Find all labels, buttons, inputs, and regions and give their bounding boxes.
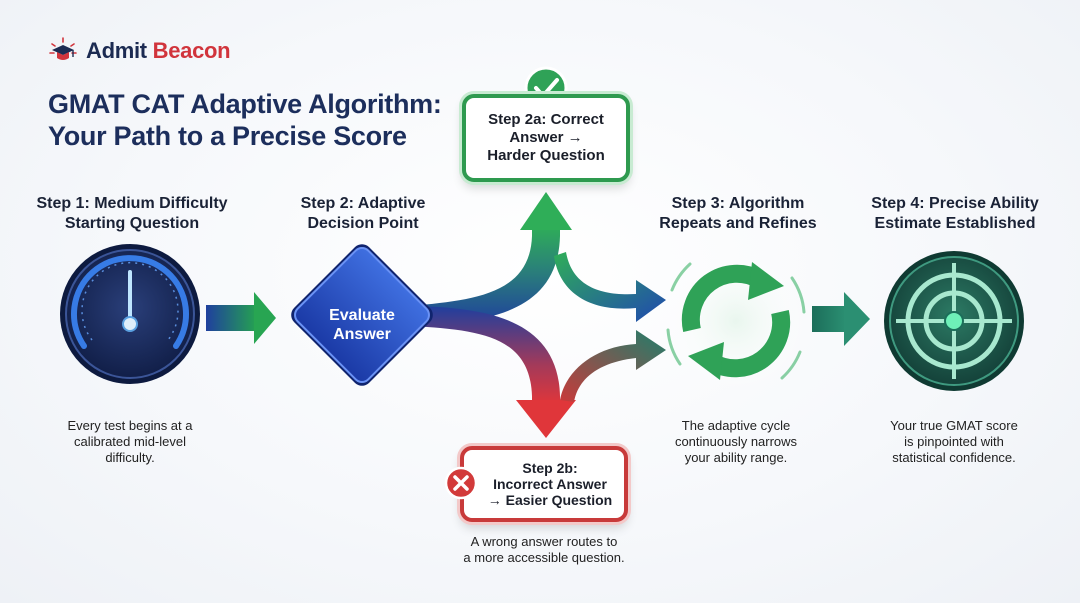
step2b-line2: Incorrect Answer bbox=[493, 476, 607, 492]
brand-name-part1: Admit bbox=[86, 38, 147, 63]
step2a-line3: Harder Question bbox=[487, 147, 605, 164]
step1-label-line2: Starting Question bbox=[64, 215, 200, 232]
step3-desc-line2: continuously narrows bbox=[674, 434, 798, 449]
step1-desc-line3: difficulty. bbox=[105, 450, 155, 465]
arrow-up-to-step2a bbox=[412, 192, 572, 326]
step1-description: Every test begins at a calibrated mid-le… bbox=[40, 418, 220, 466]
step2-label-line2: Decision Point bbox=[307, 215, 419, 232]
step2a-line1: Step 2a: Correct bbox=[488, 111, 604, 128]
step4-desc-line2: is pinpointed with bbox=[904, 434, 1004, 449]
arrow-step2b-to-step3 bbox=[560, 330, 666, 402]
step2b-line3: → Easier Question bbox=[487, 492, 613, 508]
arrow-down-to-step2b bbox=[412, 306, 576, 438]
step4-label-line2: Estimate Established bbox=[874, 215, 1036, 232]
step2-label: Step 2: Adaptive Decision Point bbox=[282, 194, 444, 234]
step2b-box: Step 2b: Incorrect Answer → Easier Quest… bbox=[460, 446, 628, 522]
brand: Admit Beacon bbox=[48, 36, 231, 66]
step3-desc-line3: your ability range. bbox=[684, 450, 788, 465]
step2a-line2: Answer → bbox=[509, 129, 583, 146]
diamond-decision-icon bbox=[291, 244, 433, 386]
step2b-desc-line2: a more accessible question. bbox=[463, 550, 625, 565]
title-line2: Your Path to a Precise Score bbox=[48, 121, 407, 151]
step4-label-line1: Step 4: Precise Ability bbox=[871, 195, 1039, 212]
title-line1: GMAT CAT Adaptive Algorithm: bbox=[48, 89, 442, 119]
brand-name: Admit Beacon bbox=[86, 38, 231, 64]
arrow-step3-to-step4 bbox=[812, 292, 870, 346]
step1-label-line1: Step 1: Medium Difficulty bbox=[36, 195, 228, 212]
diamond-label-line1: Evaluate bbox=[329, 307, 395, 324]
brand-name-part2: Beacon bbox=[152, 38, 231, 63]
step2-label-line1: Step 2: Adaptive bbox=[300, 195, 426, 212]
step2b-line1: Step 2b: bbox=[522, 460, 578, 476]
graduation-cap-icon bbox=[49, 37, 77, 60]
step4-label: Step 4: Precise Ability Estimate Establi… bbox=[852, 194, 1058, 234]
refresh-cycle-icon bbox=[664, 249, 808, 393]
step3-label-line1: Step 3: Algorithm bbox=[671, 195, 805, 212]
step4-description: Your true GMAT score is pinpointed with … bbox=[864, 418, 1044, 466]
target-icon bbox=[884, 251, 1024, 391]
step2a-box: Step 2a: Correct Answer → Harder Questio… bbox=[462, 94, 630, 182]
step2b-description: A wrong answer routes to a more accessib… bbox=[434, 534, 654, 566]
arrow-step2a-to-step3 bbox=[554, 252, 666, 322]
step4-desc-line3: statistical confidence. bbox=[892, 450, 1016, 465]
step1-desc-line1: Every test begins at a bbox=[67, 418, 193, 433]
step2b-desc-line1: A wrong answer routes to bbox=[470, 534, 618, 549]
x-icon bbox=[444, 466, 478, 500]
step1-desc-line2: calibrated mid-level bbox=[74, 434, 186, 449]
diamond-label-line2: Answer bbox=[333, 326, 391, 343]
gauge-icon bbox=[60, 244, 200, 384]
step1-label: Step 1: Medium Difficulty Starting Quest… bbox=[24, 194, 240, 234]
step4-desc-line1: Your true GMAT score bbox=[890, 418, 1018, 433]
page-title: GMAT CAT Adaptive Algorithm: Your Path t… bbox=[48, 88, 442, 152]
diamond-label: Evaluate Answer bbox=[300, 306, 424, 344]
step3-label: Step 3: Algorithm Repeats and Refines bbox=[640, 194, 836, 234]
step3-label-line2: Repeats and Refines bbox=[659, 215, 817, 232]
step3-description: The adaptive cycle continuously narrows … bbox=[646, 418, 826, 466]
step3-desc-line1: The adaptive cycle bbox=[681, 418, 791, 433]
arrow-step1-to-step2 bbox=[206, 292, 276, 344]
